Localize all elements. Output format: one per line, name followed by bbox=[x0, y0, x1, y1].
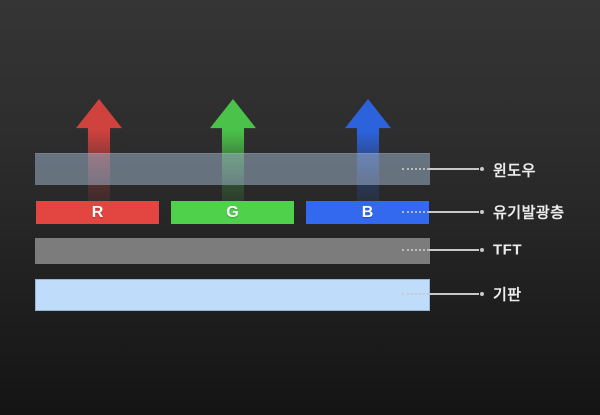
red-emitter-label: R bbox=[91, 203, 104, 221]
red-emitter-bar: R bbox=[36, 201, 159, 224]
leader-dotted-segment bbox=[402, 168, 429, 170]
tft-layer bbox=[35, 238, 430, 264]
window-leader-line bbox=[402, 167, 487, 171]
window-layer bbox=[35, 153, 430, 185]
blue-light-arrow-icon bbox=[345, 99, 391, 203]
substrate-leader-line bbox=[402, 292, 487, 296]
emitting-layer-label: 유기발광층 bbox=[493, 204, 565, 222]
leader-dotted-segment bbox=[402, 293, 429, 295]
leader-end-dot bbox=[480, 248, 484, 252]
emitting-layer-leader-line bbox=[402, 210, 487, 214]
green-emitter-label: G bbox=[226, 203, 239, 221]
leader-end-dot bbox=[480, 292, 484, 296]
leader-solid-segment bbox=[429, 249, 479, 251]
leader-end-dot bbox=[480, 167, 484, 171]
leader-dotted-segment bbox=[402, 211, 429, 213]
leader-end-dot bbox=[480, 210, 484, 214]
leader-dotted-segment bbox=[402, 249, 429, 251]
green-light-arrow-icon bbox=[210, 99, 256, 203]
window-layer-label: 윈도우 bbox=[493, 162, 536, 180]
blue-emitter-bar: B bbox=[306, 201, 429, 224]
substrate-layer-label: 기판 bbox=[493, 286, 522, 304]
green-emitter-bar: G bbox=[171, 201, 294, 224]
leader-solid-segment bbox=[429, 168, 479, 170]
blue-emitter-label: B bbox=[361, 203, 374, 221]
leader-solid-segment bbox=[429, 211, 479, 213]
tft-leader-line bbox=[402, 248, 487, 252]
tft-layer-label: TFT bbox=[493, 241, 522, 259]
red-light-arrow-icon bbox=[76, 99, 122, 203]
substrate-layer bbox=[35, 279, 430, 311]
leader-solid-segment bbox=[429, 293, 479, 295]
